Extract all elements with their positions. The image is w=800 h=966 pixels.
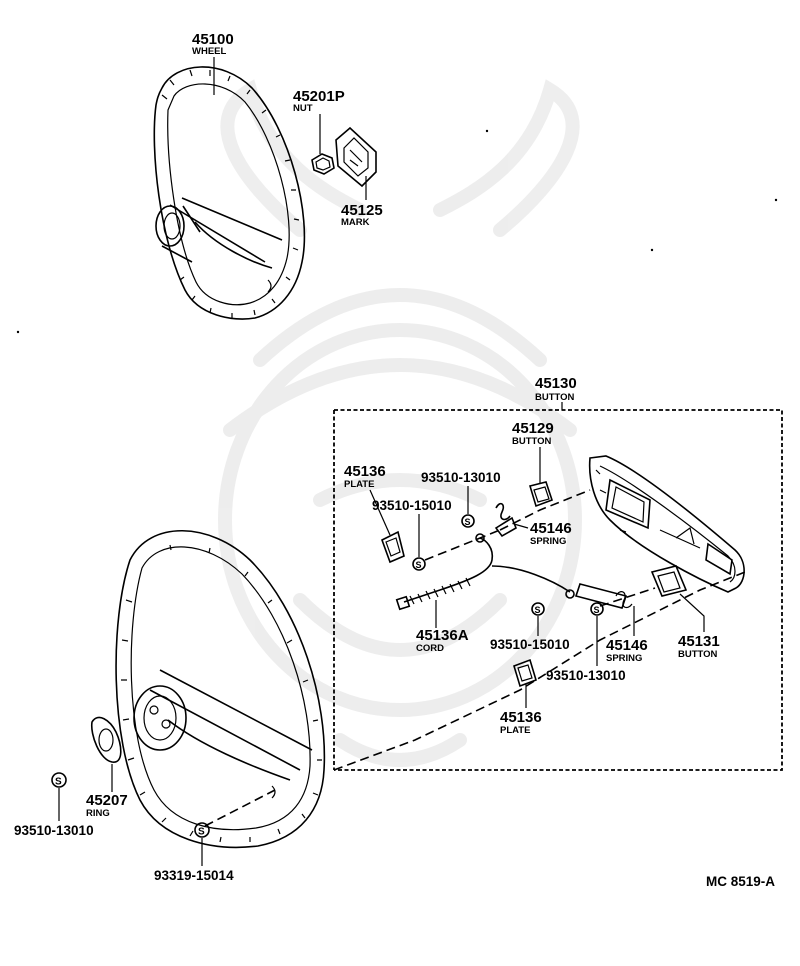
part-number-45146-top: 45146: [530, 520, 572, 537]
screw-93510-15010-top: S: [412, 557, 426, 571]
cord-part: [395, 533, 575, 611]
horn-button-pad: [588, 455, 745, 593]
code-93510-13010-mid: 93510-13010: [546, 668, 626, 683]
part-number-45136a: 45136A: [416, 627, 469, 644]
screw-symbol: S: [465, 517, 471, 527]
button-45129-part: [528, 481, 554, 508]
screw-symbol: S: [416, 560, 422, 570]
part-name-button-45129: BUTTON: [512, 436, 552, 447]
nut-part: [311, 153, 335, 175]
part-name-button-assembly: BUTTON: [535, 392, 575, 403]
screw-93319-15014: S: [194, 822, 210, 838]
code-93510-15010-bottom: 93510-15010: [490, 637, 570, 652]
scan-dots: [16, 129, 778, 334]
leader-45131: [679, 593, 705, 632]
figure-code: MC 8519-A: [706, 874, 775, 889]
leader-45136-top: [369, 489, 391, 536]
screw-symbol: S: [535, 605, 541, 615]
assembly-dashed-lines: [204, 489, 746, 827]
part-number-45136-top: 45136: [344, 463, 386, 480]
part-number-45125: 45125: [341, 202, 383, 219]
part-name-button-45131: BUTTON: [678, 649, 718, 660]
plate-bottom-part: [513, 658, 537, 688]
part-name-cord: CORD: [416, 643, 444, 654]
code-93510-13010-left: 93510-13010: [14, 823, 94, 838]
assembly-frame: [334, 409, 783, 771]
screw-symbol: S: [55, 777, 62, 788]
part-name-nut: NUT: [293, 103, 313, 114]
part-number-45146-bottom: 45146: [606, 637, 648, 654]
leader-45146-top: [513, 523, 529, 529]
part-name-mark: MARK: [341, 217, 370, 228]
spring-bottom-part: [574, 583, 633, 609]
screw-symbol: S: [198, 827, 205, 838]
part-number-45131: 45131: [678, 633, 720, 650]
button-45131-part: [650, 565, 688, 597]
part-name-spring-bottom: SPRING: [606, 653, 642, 664]
part-number-45129: 45129: [512, 420, 554, 437]
spring-top-part: [494, 502, 518, 538]
code-93319-15014: 93319-15014: [154, 868, 234, 883]
steering-wheel-top: [153, 66, 306, 320]
part-number-45130: 45130: [535, 375, 577, 392]
code-93510-15010-top: 93510-15010: [372, 498, 452, 513]
part-name-ring: RING: [86, 808, 110, 819]
screw-93510-13010-mid: S: [590, 602, 604, 616]
ring-part: [90, 716, 122, 763]
part-name-wheel: WHEEL: [192, 46, 227, 57]
part-name-spring-top: SPRING: [530, 536, 566, 547]
screw-symbol: S: [594, 605, 600, 615]
part-name-plate-top: PLATE: [344, 479, 374, 490]
plate-top-part: [381, 530, 405, 564]
screw-93510-15010-bottom: S: [531, 602, 545, 616]
part-number-45207: 45207: [86, 792, 128, 809]
screw-93510-13010-left: S: [51, 772, 67, 788]
part-number-45201p: 45201P: [293, 88, 345, 105]
screw-93510-13010-top: S: [461, 514, 475, 528]
part-number-45100: 45100: [192, 31, 234, 48]
code-93510-13010-top: 93510-13010: [421, 470, 501, 485]
watermark-logo: [218, 79, 582, 767]
part-name-plate-bottom: PLATE: [500, 725, 530, 736]
mark-emblem-part: [335, 126, 377, 188]
part-number-45136-bottom: 45136: [500, 709, 542, 726]
steering-wheel-bottom: [115, 530, 326, 849]
